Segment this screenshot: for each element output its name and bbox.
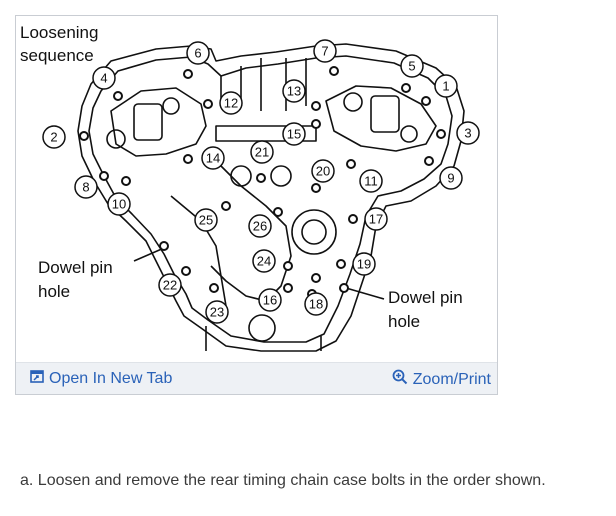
bolt-bubble-9 (439, 166, 463, 190)
bolt-number-7: 7 (321, 44, 328, 59)
bolt-number-13: 13 (287, 84, 301, 99)
open-in-new-tab-link[interactable]: Open In New Tab (30, 369, 172, 388)
bolt-bubble-26 (248, 214, 272, 238)
bolt-number-5: 5 (408, 59, 415, 74)
bolt-number-12: 12 (224, 96, 238, 111)
label-dowel-right-2: hole (388, 312, 420, 331)
bolt-bubble-10 (107, 192, 131, 216)
bolt-bubble-20 (311, 159, 335, 183)
bolt-number-1: 1 (442, 79, 449, 94)
open-new-tab-icon (30, 369, 44, 388)
bolt-bubble-1 (434, 74, 458, 98)
open-in-new-tab-label: Open In New Tab (49, 369, 173, 387)
bolt-bubble-13 (282, 79, 306, 103)
bolt-number-2: 2 (50, 130, 57, 145)
bolt-bubble-2 (42, 125, 66, 149)
bolt-bubble-21 (250, 140, 274, 164)
bolt-number-20: 20 (316, 164, 330, 179)
label-loosening: Loosening (20, 23, 98, 42)
zoom-print-label: Zoom/Print (412, 370, 491, 388)
bolt-bubble-3 (456, 121, 480, 145)
bolt-number-19: 19 (357, 257, 371, 272)
bolt-number-11: 11 (364, 174, 378, 189)
bolt-number-4: 4 (100, 71, 107, 86)
bolt-number-9: 9 (447, 171, 454, 186)
bolt-bubble-8 (74, 175, 98, 199)
bolt-bubble-12 (219, 91, 243, 115)
bolt-bubble-7 (313, 39, 337, 63)
bolt-number-16: 16 (263, 293, 277, 308)
bolt-bubble-14 (201, 146, 225, 170)
bolt-bubble-18 (304, 292, 328, 316)
bolt-bubble-23 (205, 300, 229, 324)
zoom-print-link[interactable]: Zoom/Print (392, 369, 491, 390)
timing-chain-case-diagram[interactable]: Loosening sequence Dowel pin hole Dowel … (16, 16, 497, 362)
bolt-number-18: 18 (309, 297, 323, 312)
step-caption: a. Loosen and remove the rear timing cha… (20, 472, 546, 489)
label-dowel-left-1: Dowel pin (38, 258, 113, 277)
label-dowel-left-2: hole (38, 282, 70, 301)
bolt-bubble-6 (186, 41, 210, 65)
bolt-number-6: 6 (194, 46, 201, 61)
label-dowel-right-1: Dowel pin (388, 288, 463, 307)
bolt-bubble-16 (258, 288, 282, 312)
bolt-bubble-22 (158, 273, 182, 297)
bolt-number-3: 3 (464, 126, 471, 141)
bolt-number-22: 22 (163, 278, 177, 293)
bolt-bubble-11 (359, 169, 383, 193)
bolt-number-17: 17 (369, 212, 383, 227)
image-toolbar: Open In New Tab Zoom/Print (16, 362, 497, 394)
bolt-holes (79, 66, 446, 299)
bolt-bubble-17 (364, 207, 388, 231)
diagram-svg: Loosening sequence Dowel pin hole Dowel … (20, 23, 480, 352)
bolt-number-24: 24 (257, 254, 271, 269)
bolt-bubble-15 (282, 122, 306, 146)
bolt-number-10: 10 (112, 197, 126, 212)
case-outline (77, 43, 465, 352)
bolt-number-15: 15 (287, 127, 301, 142)
bolt-bubble-5 (400, 54, 424, 78)
zoom-icon (392, 369, 408, 390)
bolt-number-14: 14 (206, 151, 220, 166)
bolt-number-26: 26 (253, 219, 267, 234)
bolt-bubble-25 (194, 208, 218, 232)
bolt-number-25: 25 (199, 213, 213, 228)
bolt-number-8: 8 (82, 180, 89, 195)
bolt-bubble-19 (352, 252, 376, 276)
diagram-card: Loosening sequence Dowel pin hole Dowel … (15, 15, 498, 395)
bolt-number-23: 23 (210, 305, 224, 320)
bolt-bubble-24 (252, 249, 276, 273)
label-sequence: sequence (20, 46, 94, 65)
bolt-bubble-4 (92, 66, 116, 90)
bolt-number-21: 21 (255, 145, 269, 160)
